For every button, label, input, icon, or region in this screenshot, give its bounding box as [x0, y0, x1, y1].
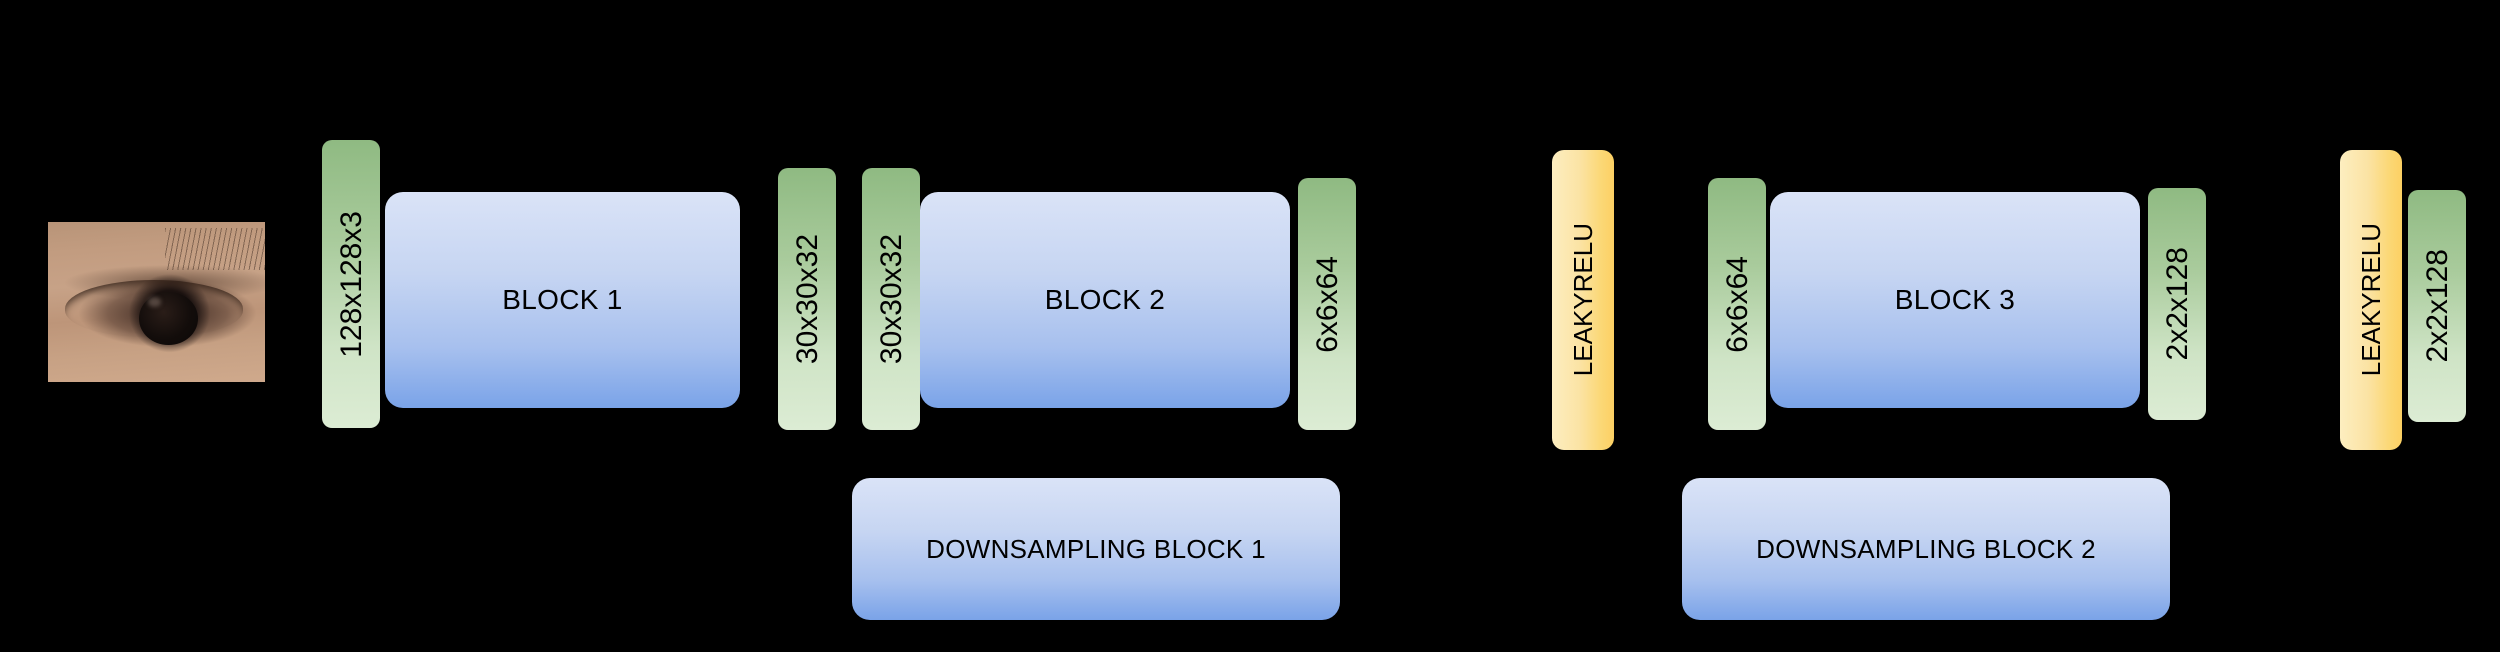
block-1-label: BLOCK 1 — [502, 283, 623, 315]
tensor-tag-2x2x128-a: 2x2x128 — [2148, 188, 2206, 420]
tensor-tag-label: 30x30x32 — [790, 233, 824, 365]
tensor-tag-label: 6x6x64 — [1310, 255, 1344, 353]
iris-pupil — [139, 292, 198, 346]
downsampling-block-1[interactable]: DOWNSAMPLING BLOCK 1 — [852, 478, 1340, 620]
block-3[interactable]: BLOCK 3 — [1770, 192, 2140, 408]
tensor-tag-label: 6x6x64 — [1720, 255, 1754, 353]
downsampling-block-2[interactable]: DOWNSAMPLING BLOCK 2 — [1682, 478, 2170, 620]
input-eye-image — [48, 222, 265, 382]
corneal-glint — [147, 297, 161, 307]
activation-label: LEAKYRELU — [1567, 223, 1598, 377]
tensor-tag-label: 128x128x3 — [334, 210, 368, 358]
tensor-tag-6x6x64-b: 6x6x64 — [1708, 178, 1766, 430]
downsampling-block-1-label: DOWNSAMPLING BLOCK 1 — [926, 533, 1266, 564]
block-1[interactable]: BLOCK 1 — [385, 192, 740, 408]
tensor-tag-label: 30x30x32 — [874, 233, 908, 365]
activation-leakyrelu-1: LEAKYRELU — [1552, 150, 1614, 450]
block-2-label: BLOCK 2 — [1044, 283, 1166, 315]
tensor-tag-2x2x128-b: 2x2x128 — [2408, 190, 2466, 422]
block-3-label: BLOCK 3 — [1894, 283, 2016, 315]
tensor-tag-30x30x32-b: 30x30x32 — [862, 168, 920, 430]
tensor-tag-6x6x64-a: 6x6x64 — [1298, 178, 1356, 430]
block-2[interactable]: BLOCK 2 — [920, 192, 1290, 408]
tensor-tag-label: 2x2x128 — [2160, 247, 2194, 361]
activation-label: LEAKYRELU — [2355, 223, 2386, 377]
activation-leakyrelu-2: LEAKYRELU — [2340, 150, 2402, 450]
tensor-tag-128x128x3: 128x128x3 — [322, 140, 380, 428]
tensor-tag-30x30x32-a: 30x30x32 — [778, 168, 836, 430]
eyelash-texture — [165, 228, 265, 270]
tensor-tag-label: 2x2x128 — [2420, 249, 2454, 363]
downsampling-block-2-label: DOWNSAMPLING BLOCK 2 — [1756, 533, 2096, 564]
